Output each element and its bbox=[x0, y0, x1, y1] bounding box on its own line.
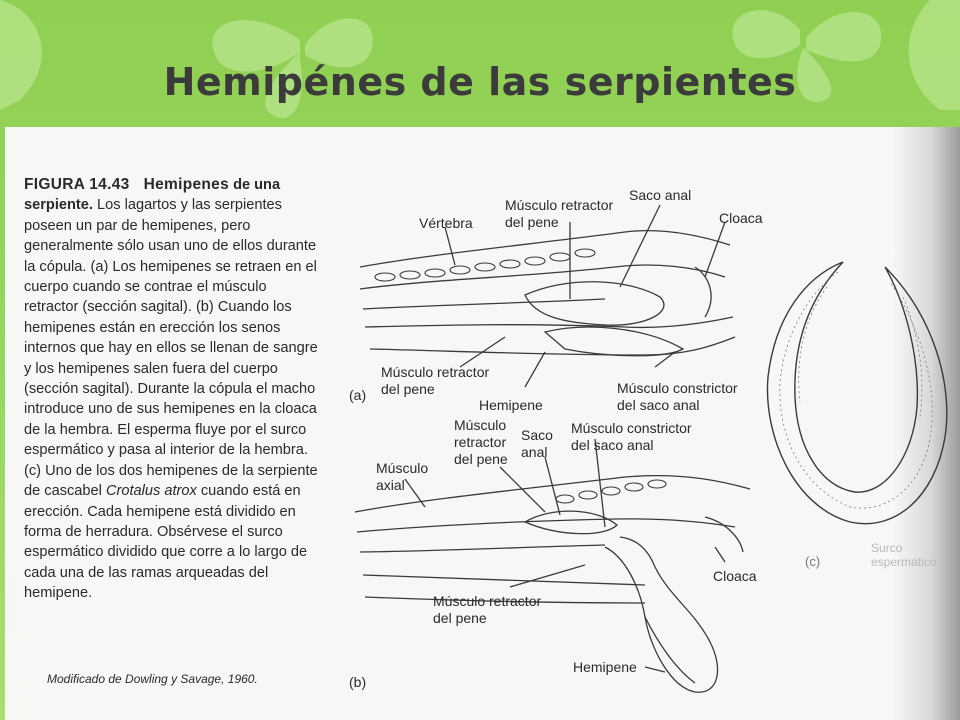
figure-source: Modificado de Dowling y Savage, 1960. bbox=[47, 672, 258, 686]
figure-subheading: de una serpiente. bbox=[24, 177, 281, 214]
panel-c-tag: (c) bbox=[805, 554, 821, 569]
label-sperm-groove-c: Surco espermático bbox=[871, 541, 937, 569]
butterfly-decoration-icon bbox=[0, 0, 960, 119]
figure-caption: FIGURA 14.43 Hemipenes de una serpiente.… bbox=[24, 175, 324, 604]
label-retractor-muscle-top-a: Músculo retractor del pene bbox=[505, 197, 614, 230]
panel-b-tag: (b) bbox=[349, 674, 367, 690]
label-hemipene-b: Hemipene bbox=[573, 659, 637, 675]
label-constrictor-muscle-b: Músculo constrictor del saco anal bbox=[571, 420, 692, 453]
label-constrictor-muscle-a: Músculo constrictor del saco anal bbox=[617, 380, 738, 413]
label-axial-muscle-b: Músculo axial bbox=[376, 460, 429, 493]
label-hemipene-a: Hemipene bbox=[479, 397, 543, 413]
figure-number: FIGURA 14.43 bbox=[24, 176, 130, 193]
label-retractor-muscle-bottom-a: Músculo retractor del pene bbox=[381, 364, 490, 397]
panel-a-tag: (a) bbox=[349, 387, 367, 403]
label-anal-sac-b: Saco anal bbox=[521, 427, 553, 460]
caption-text-part-1: Los lagartos y las serpientes poseen un … bbox=[24, 197, 318, 500]
hemipenis-anatomy-drawing bbox=[354, 204, 948, 693]
label-vertebra: Vértebra bbox=[419, 215, 473, 231]
label-cloaca-b: Cloaca bbox=[713, 568, 757, 584]
figure-heading: Hemipenes bbox=[143, 176, 229, 193]
label-retractor-muscle-bottom-b: Músculo retractor del pene bbox=[433, 593, 542, 626]
label-cloaca-a: Cloaca bbox=[719, 210, 763, 226]
label-anal-sac-a: Saco anal bbox=[629, 187, 692, 203]
scanned-figure-page: FIGURA 14.43 Hemipenes de una serpiente.… bbox=[5, 127, 960, 720]
slide-title: Hemipénes de las serpientes bbox=[163, 60, 797, 104]
caption-text-part-2: cuando está en erección. Cada hemipene e… bbox=[24, 483, 308, 602]
label-retractor-muscle-top-b: Músculo retractor del pene bbox=[454, 417, 508, 467]
caption-species: Crotalus atrox bbox=[105, 483, 197, 500]
